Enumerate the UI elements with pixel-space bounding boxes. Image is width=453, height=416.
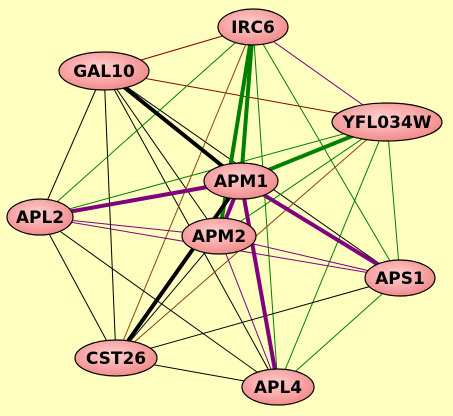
node-ellipse xyxy=(364,259,436,297)
node-apm2[interactable]: APM2 xyxy=(181,217,257,255)
node-label: APS1 xyxy=(375,269,425,289)
node-apm1[interactable]: APM1 xyxy=(203,162,279,200)
edge-apm1-aps1 xyxy=(239,179,402,280)
node-label: GAL10 xyxy=(73,62,135,82)
node-label: APM2 xyxy=(192,227,246,247)
edge-gal10-cst26 xyxy=(103,70,117,359)
node-ellipse xyxy=(241,368,315,406)
node-gal10[interactable]: GAL10 xyxy=(58,51,150,91)
node-ellipse xyxy=(217,8,289,46)
edge-gal10-apm2 xyxy=(103,70,220,237)
node-label: APL2 xyxy=(16,208,64,228)
edge-irc6-aps1 xyxy=(252,26,401,279)
node-label: APL4 xyxy=(254,378,302,398)
node-cst26[interactable]: CST26 xyxy=(74,339,158,377)
node-ellipse xyxy=(58,51,150,91)
edge-gal10-apl2 xyxy=(39,70,105,218)
node-irc6[interactable]: IRC6 xyxy=(217,8,289,46)
node-label: YFL034W xyxy=(342,113,432,133)
node-apl4[interactable]: APL4 xyxy=(241,368,315,406)
node-ellipse xyxy=(181,217,257,255)
node-ellipse xyxy=(74,339,158,377)
edge-yfl034w-aps1 xyxy=(386,121,401,279)
node-yfl034w[interactable]: YFL034W xyxy=(331,102,443,142)
edge-apm1-cst26 xyxy=(114,179,243,360)
edge-apl2-apl4 xyxy=(39,216,279,388)
edge-aps1-cst26 xyxy=(115,277,401,359)
node-label: IRC6 xyxy=(231,18,275,38)
node-aps1[interactable]: APS1 xyxy=(364,259,436,297)
node-ellipse xyxy=(203,162,279,200)
edge-irc6-apl2 xyxy=(39,26,254,218)
node-apl2[interactable]: APL2 xyxy=(6,198,74,236)
edge-yfl034w-apl4 xyxy=(277,121,388,388)
edge-irc6-apl4 xyxy=(252,26,279,388)
edge-apm2-apl4 xyxy=(218,235,279,388)
node-label: APM1 xyxy=(214,172,268,192)
edge-aps1-apl4 xyxy=(277,277,401,388)
edge-irc6-apm1 xyxy=(239,26,255,182)
edge-gal10-apm1 xyxy=(102,69,243,183)
edge-apl2-cst26 xyxy=(39,216,117,359)
node-ellipse xyxy=(331,102,443,142)
edge-apm1-apl4 xyxy=(239,180,280,388)
edge-apm2-cst26 xyxy=(115,235,220,359)
node-ellipse xyxy=(6,198,74,236)
node-label: CST26 xyxy=(86,349,146,369)
